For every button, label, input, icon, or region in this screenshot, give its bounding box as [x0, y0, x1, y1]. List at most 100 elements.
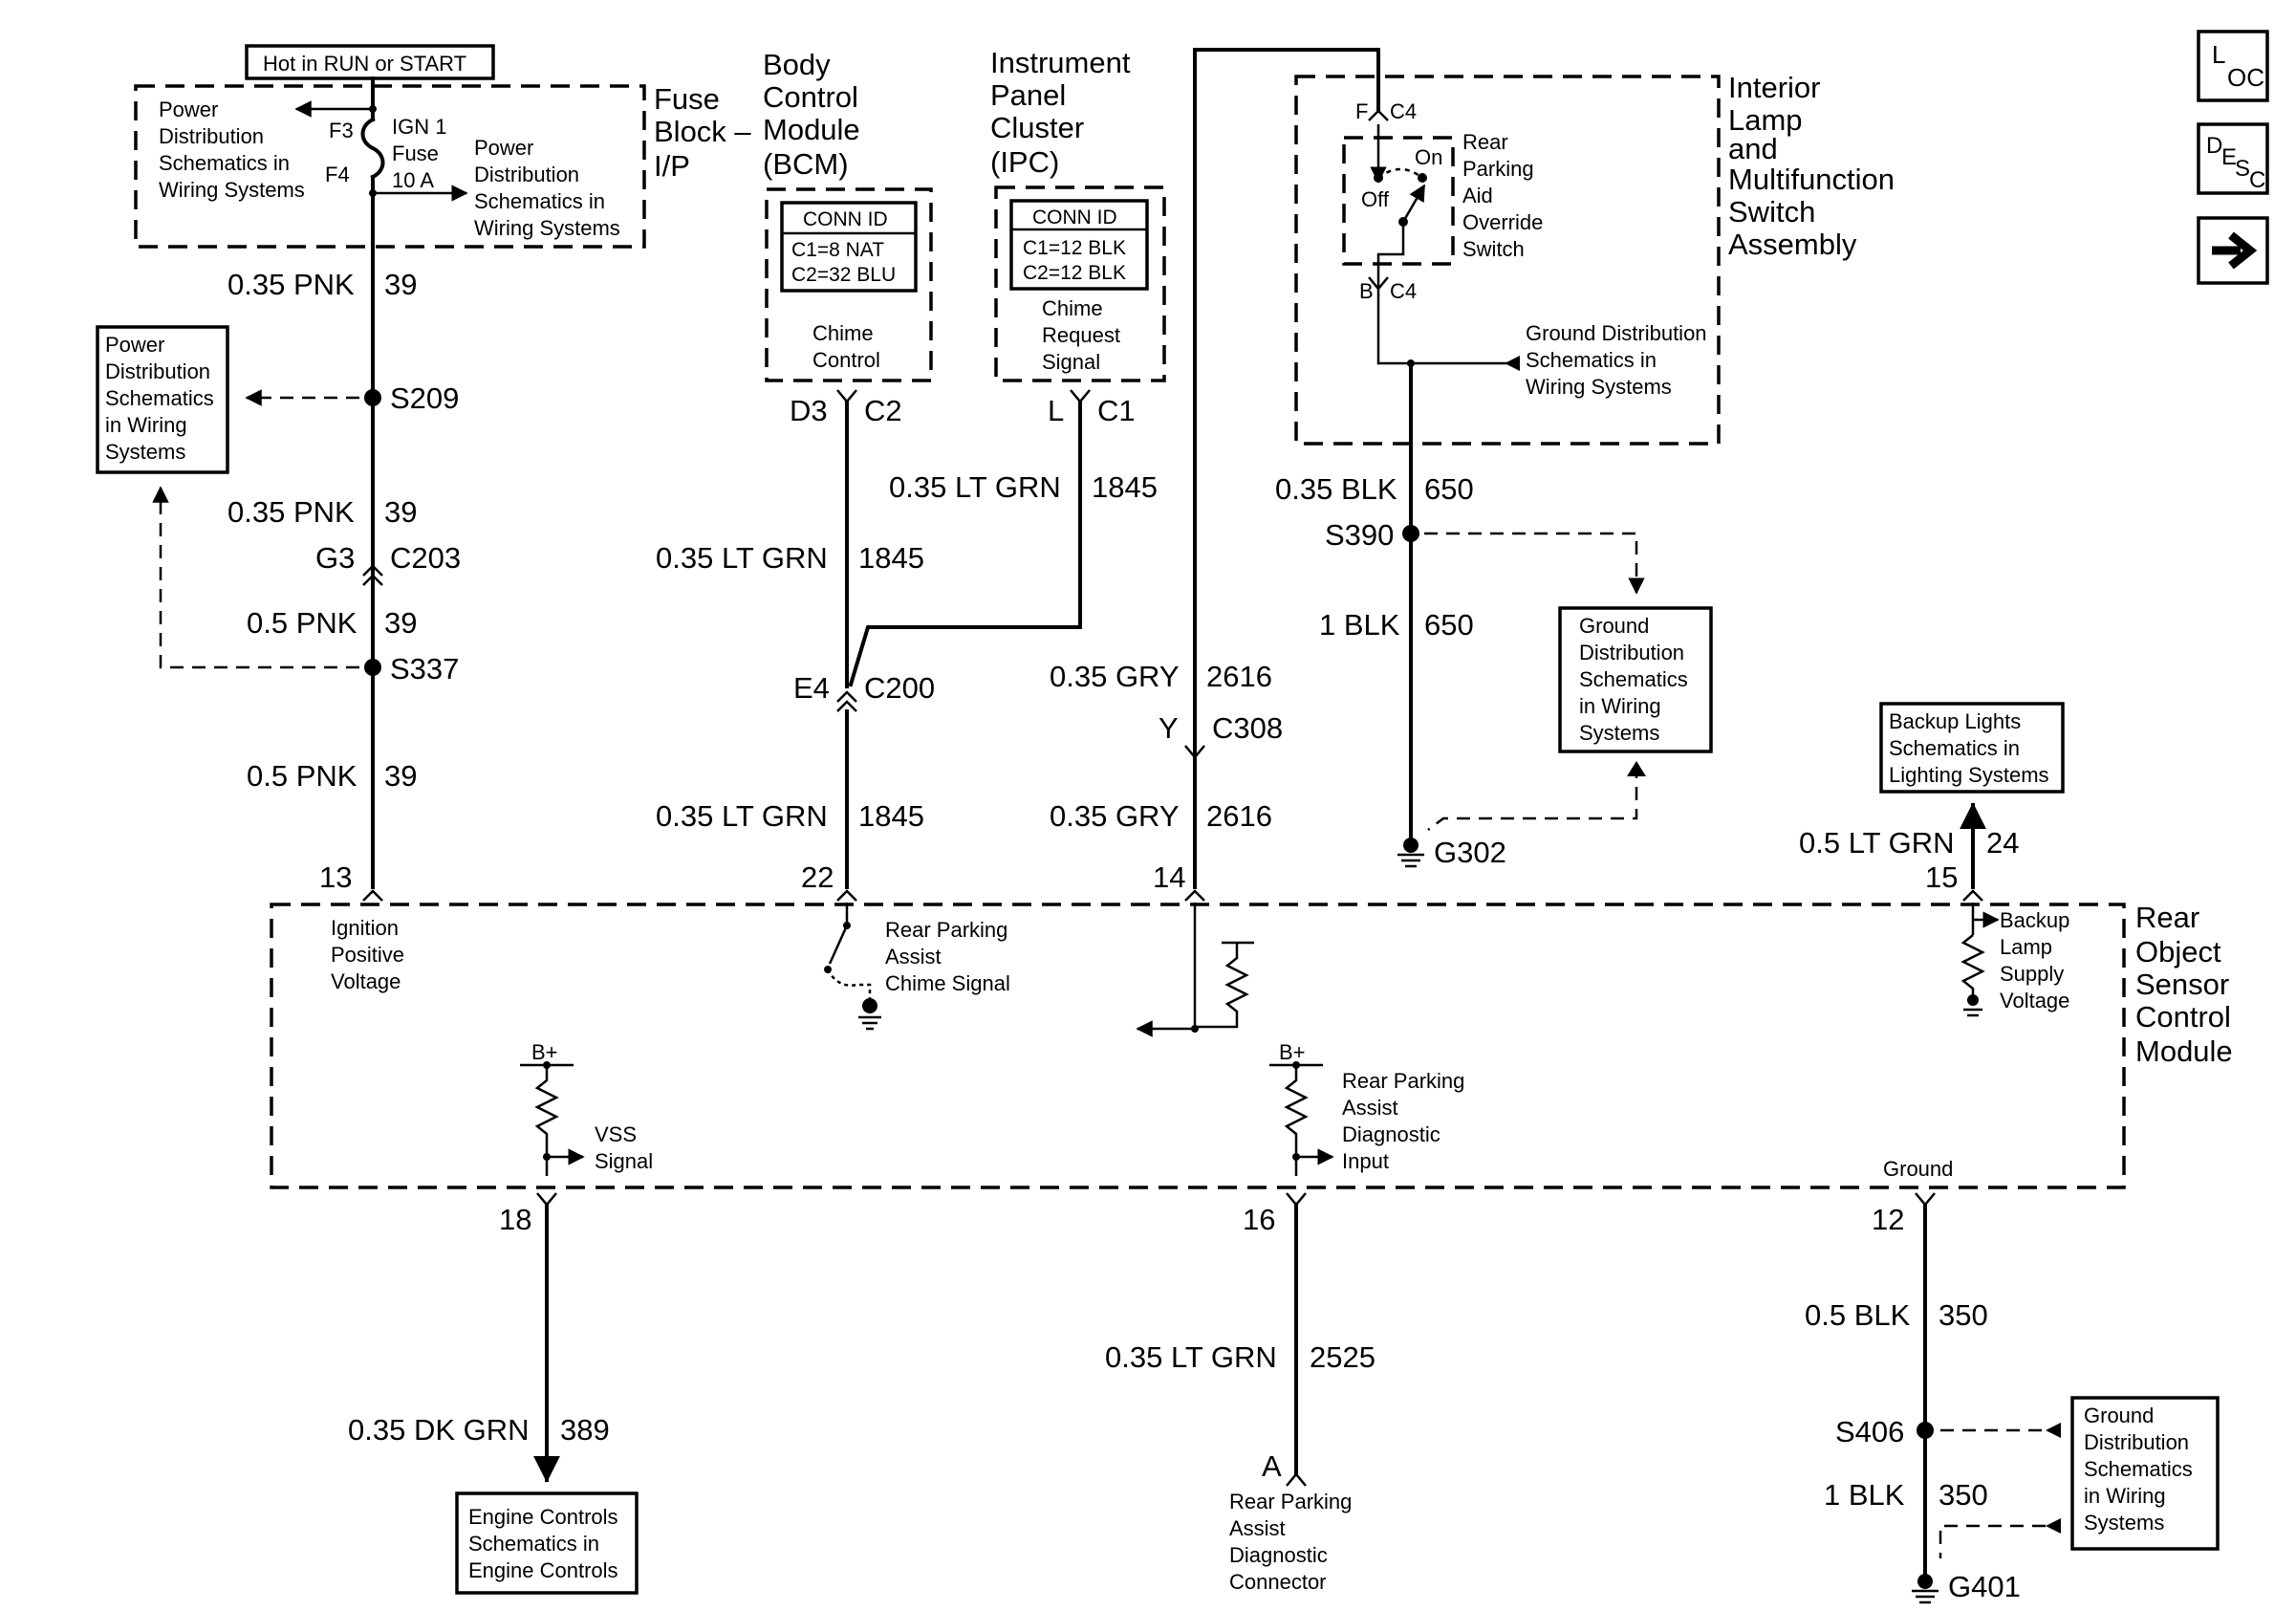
switch-lower-line — [1376, 222, 1405, 287]
fuse-block-title: Fuse Block – I/P — [654, 82, 751, 183]
engine-controls-box — [455, 1491, 639, 1595]
svg-text:Multifunction: Multifunction — [1728, 163, 1895, 196]
chime-ground-node — [862, 998, 877, 1013]
diag-connector-label: Rear Parking Assist Diagnostic Connector — [1229, 1490, 1352, 1594]
svg-text:Assist: Assist — [1342, 1096, 1398, 1120]
svg-text:Power: Power — [159, 98, 218, 121]
svg-text:I/P: I/P — [654, 149, 690, 183]
wire-350-upper-gauge: 0.5 BLK — [1805, 1298, 1911, 1332]
bcm-function-1: Chime — [812, 321, 874, 345]
ground-dist-box-g302 — [1558, 606, 1713, 753]
wire-2525-circuit: 2525 — [1310, 1340, 1375, 1374]
ipc-conn-id-box — [1009, 199, 1149, 291]
chime-label: Rear Parking Assist Chime Signal — [885, 918, 1010, 995]
g401-ref-line — [1939, 1524, 2046, 1558]
diag-resistor-icon — [1284, 1065, 1309, 1176]
pin-14-icon — [1184, 889, 1205, 902]
ground-dist-box-g302-text: Ground Distribution Schematics in Wiring… — [1579, 614, 1688, 745]
bcm-conn-line-2: C2=32 BLU — [791, 264, 896, 286]
wire-1845-bcm-gauge: 0.35 LT GRN — [656, 541, 828, 575]
power-dist-left-label: Power Distribution Schematics in Wiring … — [159, 98, 305, 202]
wire-pnk-3-gauge: 0.5 PNK — [247, 606, 357, 640]
bcm-conn-id-title: CONN ID — [803, 208, 888, 230]
svg-text:Input: Input — [1342, 1149, 1389, 1173]
svg-text:Systems: Systems — [105, 440, 185, 464]
svg-text:Rear Parking: Rear Parking — [1342, 1069, 1464, 1093]
splice-s337-dot — [364, 659, 381, 676]
svg-text:Distribution: Distribution — [1579, 641, 1684, 664]
next-button[interactable] — [2197, 216, 2269, 285]
wire-pnk-4-gauge: 0.5 PNK — [247, 759, 357, 793]
svg-text:Positive: Positive — [331, 943, 404, 967]
f3-node — [369, 105, 377, 113]
c203-pin: G3 — [315, 541, 355, 575]
ipc-conn-line-1: C1=12 BLK — [1023, 237, 1126, 259]
desc-s: S — [2235, 156, 2250, 182]
vss-label-2: Signal — [595, 1149, 653, 1173]
svg-text:Schematics: Schematics — [105, 386, 214, 410]
pin-15-icon — [1962, 889, 1983, 902]
svg-text:Distribution: Distribution — [159, 124, 264, 148]
c200-name: C200 — [864, 671, 935, 705]
c4-f-conn: C4 — [1390, 99, 1417, 123]
c4-f-pin: F — [1355, 99, 1368, 123]
wire-pnk-4-circuit: 39 — [384, 759, 417, 793]
ipc-outline — [994, 185, 1166, 382]
svg-text:Block –: Block – — [654, 115, 751, 148]
engine-controls-box-text: Engine Controls Schematics in Engine Con… — [468, 1505, 618, 1582]
g401-ground-icon — [1912, 1589, 1939, 1604]
svg-text:Instrument: Instrument — [990, 46, 1131, 79]
svg-text:Control: Control — [2135, 1000, 2231, 1034]
splice-s209-dot — [364, 389, 381, 406]
svg-text:Ground: Ground — [1579, 614, 1649, 638]
svg-text:Engine Controls: Engine Controls — [468, 1558, 618, 1582]
wire-gry-2616 — [1193, 48, 1380, 889]
splice-s209-label: S209 — [390, 381, 459, 415]
svg-text:Backup: Backup — [2000, 908, 2069, 932]
c4-f-pin-icon — [1368, 109, 1389, 121]
bcm-connector: C2 — [864, 394, 902, 427]
svg-text:Schematics in: Schematics in — [468, 1532, 599, 1556]
ipc-conn-id-title: CONN ID — [1032, 207, 1117, 229]
interior-ground-dist-label: Ground Distribution Schematics in Wiring… — [1526, 321, 1707, 399]
ipc-conn-line-2: C2=12 BLK — [1023, 262, 1126, 284]
backup-ground-icon — [1963, 1008, 1982, 1017]
desc-d: D — [2206, 133, 2222, 159]
ipc-function-1: Chime — [1042, 296, 1103, 320]
c4-b-conn: C4 — [1390, 279, 1417, 303]
interior-switch-outline — [1294, 75, 1721, 446]
svg-text:Voltage: Voltage — [2000, 989, 2069, 1012]
rear-object-sensor-module-outline — [270, 903, 2126, 1189]
svg-text:Schematics: Schematics — [1579, 667, 1688, 691]
svg-text:Schematics in: Schematics in — [1526, 348, 1657, 372]
svg-text:Rear Parking: Rear Parking — [1229, 1490, 1352, 1513]
splice-s390-label: S390 — [1325, 518, 1394, 552]
svg-text:Connector: Connector — [1229, 1570, 1327, 1594]
switch-ground-wire — [1376, 289, 1411, 365]
g302-label: G302 — [1434, 836, 1506, 869]
fuse-icon — [360, 117, 385, 180]
switch-link — [1377, 167, 1423, 179]
loc-button[interactable]: L OC — [2197, 30, 2269, 102]
splice-s406-dot — [1917, 1422, 1934, 1439]
wire-2616-upper-gauge: 0.35 GRY — [1050, 660, 1180, 693]
backup-lights-box-text: Backup Lights Schematics in Lighting Sys… — [1889, 709, 2049, 787]
desc-button[interactable]: D E S C — [2197, 122, 2269, 195]
svg-text:in Wiring: in Wiring — [1579, 694, 1661, 718]
svg-text:in Wiring: in Wiring — [105, 413, 187, 437]
pin-13: 13 — [319, 860, 352, 894]
wire-2616-upper-circuit: 2616 — [1206, 660, 1272, 693]
svg-text:Wiring Systems: Wiring Systems — [474, 216, 620, 240]
pin-16: 16 — [1243, 1203, 1275, 1236]
c200-connector-icon — [836, 690, 857, 712]
diag-connector-pin: A — [1262, 1449, 1282, 1483]
wire-350-lower-circuit: 350 — [1939, 1478, 1988, 1512]
svg-text:Rear Parking: Rear Parking — [885, 918, 1007, 942]
wire-650-upper-gauge: 0.35 BLK — [1275, 472, 1397, 506]
svg-text:Control: Control — [763, 80, 858, 114]
svg-text:Rear: Rear — [1462, 130, 1508, 154]
svg-text:Object: Object — [2135, 935, 2221, 969]
svg-text:Assembly: Assembly — [1728, 228, 1857, 261]
c203-name: C203 — [390, 541, 461, 575]
svg-text:Assist: Assist — [1229, 1516, 1286, 1540]
